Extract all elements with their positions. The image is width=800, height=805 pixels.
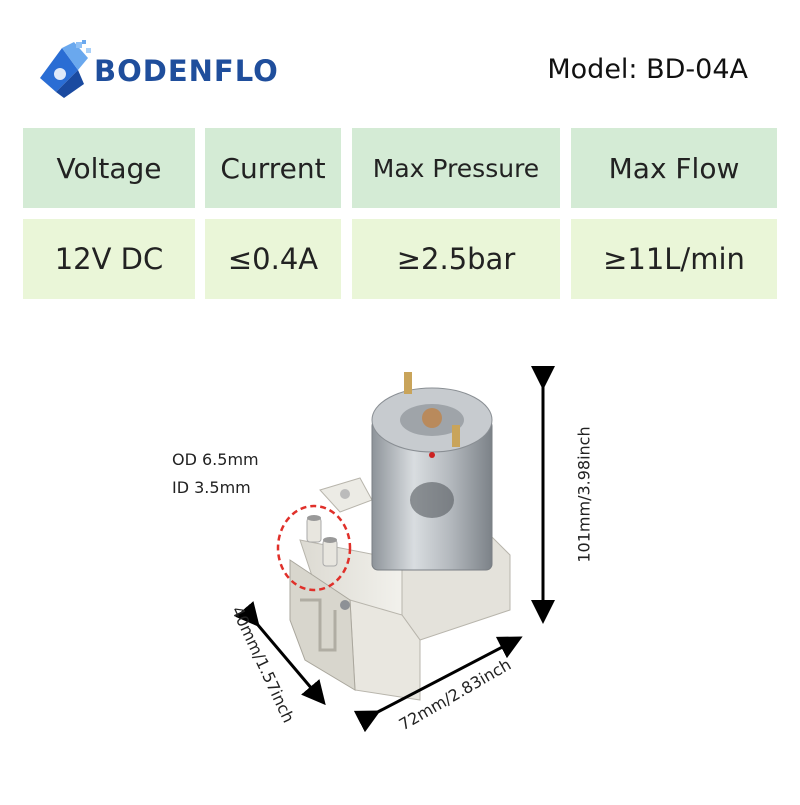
- spec-value-voltage: 12V DC: [23, 219, 195, 299]
- length-arrow: [353, 636, 523, 733]
- product-figure: OD 6.5mm ID 3.5mm 101mm/3.98inch 40mm/1.…: [0, 330, 800, 800]
- pump-illustration: [235, 366, 555, 733]
- spec-header-max-flow: Max Flow: [571, 128, 777, 208]
- port-id-label: ID 3.5mm: [172, 478, 251, 497]
- height-dimension-label: 101mm/3.98inch: [574, 426, 594, 563]
- brand-name: BODENFLO: [94, 54, 279, 88]
- model-number: Model: BD-04A: [547, 54, 748, 85]
- spec-value-max-pressure: ≥2.5bar: [352, 219, 560, 299]
- motor: [371, 372, 493, 571]
- spec-header-max-pressure: Max Pressure: [352, 128, 560, 208]
- ports: [306, 515, 338, 567]
- width-arrow: [235, 601, 326, 706]
- port-highlight: [276, 504, 352, 592]
- port-od-label: OD 6.5mm: [172, 450, 259, 469]
- spec-value-current: ≤0.4A: [205, 219, 341, 299]
- spec-value-max-flow: ≥11L/min: [571, 219, 777, 299]
- spec-header-current: Current: [205, 128, 341, 208]
- logo-cube-icon: [40, 40, 91, 98]
- spec-header-voltage: Voltage: [23, 128, 195, 208]
- brand-logo: BODENFLO: [34, 40, 314, 100]
